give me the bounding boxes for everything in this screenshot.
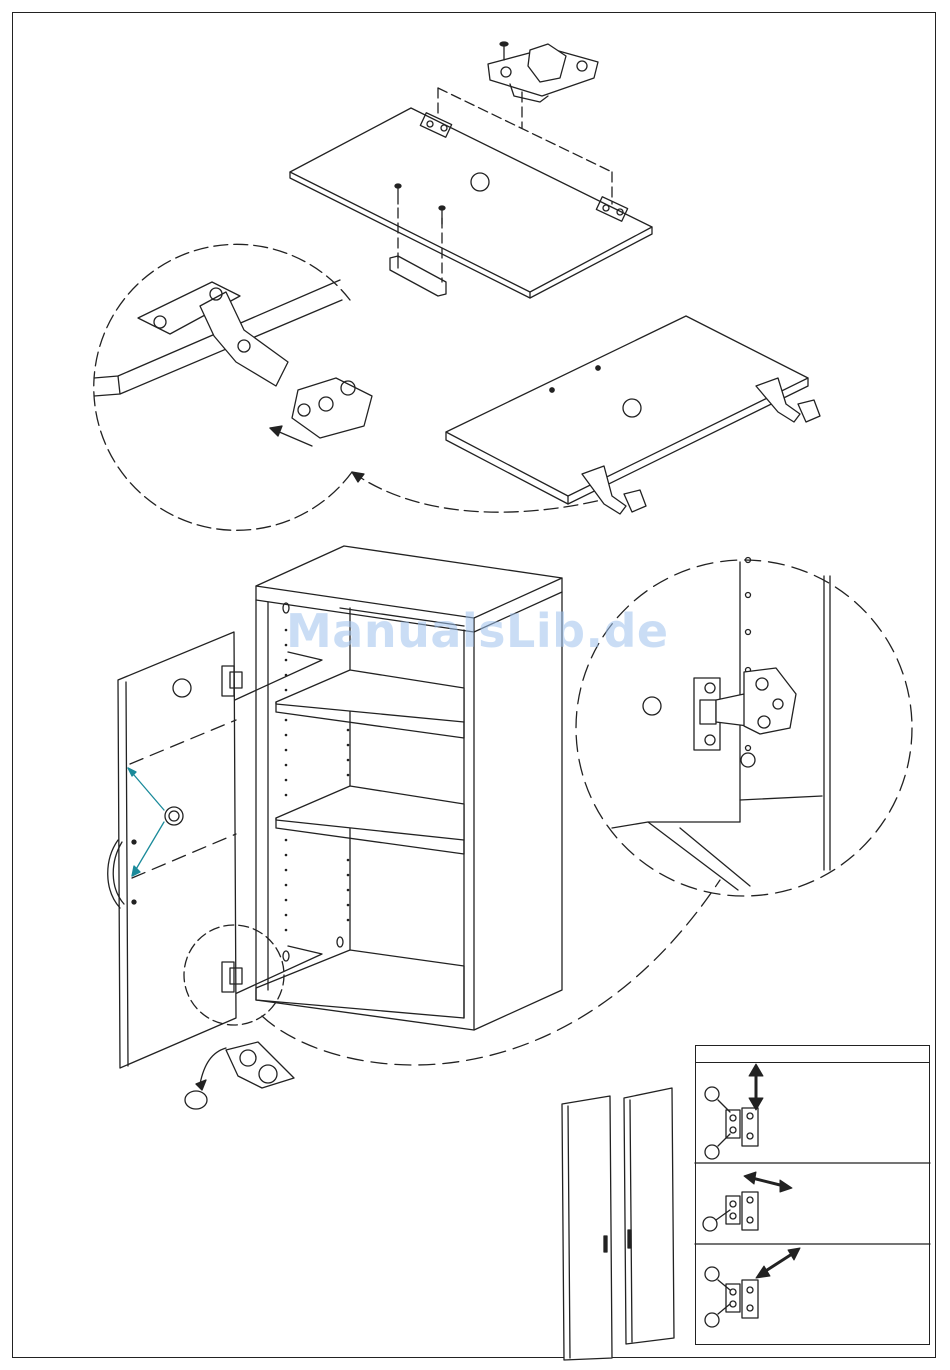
cabinet-figure [108, 546, 720, 1068]
adjustment-box [695, 1045, 930, 1345]
adjustment-box-header [696, 1046, 929, 1063]
bumper-figure [185, 1042, 294, 1109]
door-figure [108, 632, 284, 1068]
top-panel-figure [290, 42, 652, 298]
double-door-figure [562, 1088, 674, 1360]
hinge-icon [488, 42, 598, 102]
door-hinge-detail-figure [576, 558, 912, 897]
handle-icon [390, 256, 446, 296]
bumper-icon [185, 1091, 207, 1109]
panel-with-hinges-figure [446, 316, 820, 514]
hinge-icon [694, 668, 796, 750]
